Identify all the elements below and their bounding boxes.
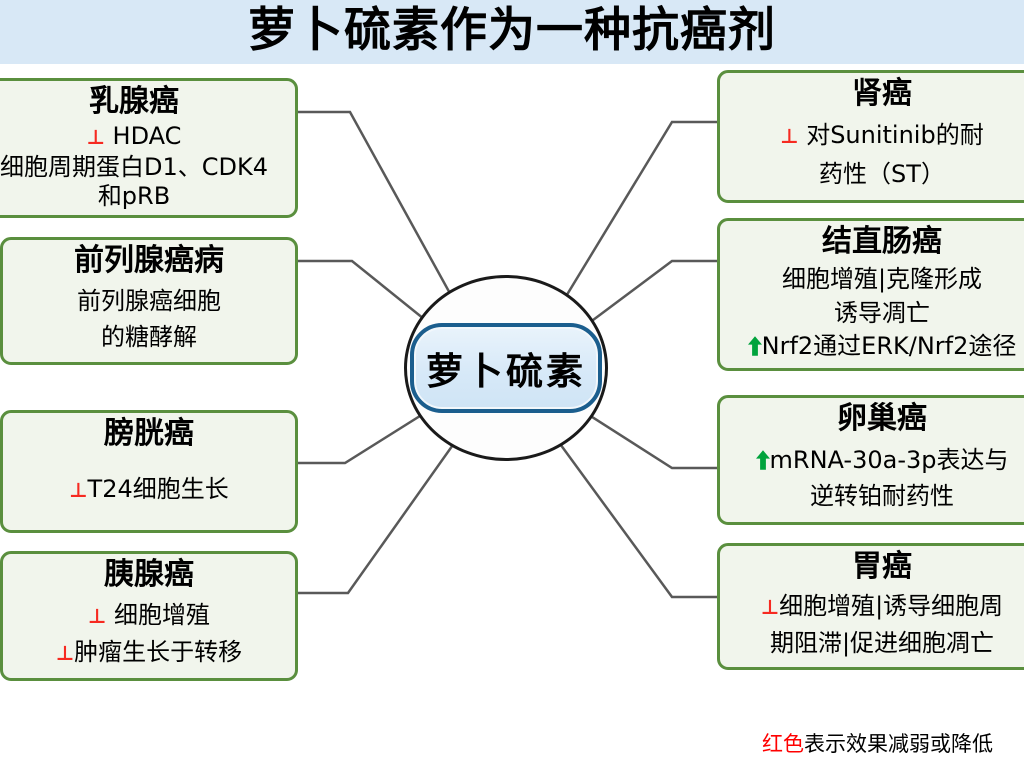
node-bladder-cancer: 膀胱癌 ⊥T24细胞生长 (0, 410, 298, 533)
effect-line: 药性（ST） (819, 159, 945, 188)
effect-line: 细胞增殖|克隆形成 (781, 265, 983, 294)
node-breast-cancer: 乳腺癌 ⊥ HDAC 细胞周期蛋白D1、CDK4 和pRB (0, 78, 298, 218)
legend-red-term: 红色 (762, 732, 804, 756)
effect-line: ⊥T24细胞生长 (69, 475, 229, 503)
node-body: ⊥ 细胞增殖 ⊥肿瘤生长于转移 (7, 593, 291, 675)
node-title: 胃癌 (852, 549, 912, 584)
page-title: 萝卜硫素作为一种抗癌剂 (248, 3, 776, 58)
node-colorectal-cancer: 结直肠癌 细胞增殖|克隆形成 诱导凋亡 Nrf2通过ERK/Nrf2途径 (717, 218, 1024, 371)
node-gastric-cancer: 胃癌 ⊥细胞增殖|诱导细胞周 期阻滞|促进细胞凋亡 (717, 543, 1024, 670)
effect-line: ⊥肿瘤生长于转移 (55, 638, 243, 666)
legend-line-red: 红色表示效果减弱或降低 (762, 732, 993, 756)
center-node-sulforaphane: 萝卜硫素 (410, 323, 602, 413)
node-title: 肾癌 (852, 76, 912, 111)
effect-line: 前列腺癌细胞 (77, 287, 221, 315)
effect-line: mRNA-30a-3p表达与 (724, 446, 1024, 474)
node-title: 膀胱癌 (104, 416, 194, 451)
effect-line: 和pRB (97, 182, 171, 211)
effect-line: 的糖酵解 (101, 323, 197, 351)
node-body: ⊥ 对Sunitinib的耐 药性（ST） (724, 112, 1024, 197)
effect-line: ⊥ 细胞增殖 (88, 601, 210, 629)
node-body: mRNA-30a-3p表达与 逆转铂耐药性 (724, 437, 1024, 519)
node-body: 细胞增殖|克隆形成 诱导凋亡 Nrf2通过ERK/Nrf2途径 (724, 260, 1024, 365)
center-ellipse: 萝卜硫素 (404, 275, 608, 461)
node-title: 结直肠癌 (822, 224, 942, 259)
center-node-label: 萝卜硫素 (426, 350, 586, 393)
node-title: 前列腺癌病 (74, 243, 224, 278)
node-prostate-cancer: 前列腺癌病 前列腺癌细胞 的糖酵解 (0, 237, 298, 365)
node-ovarian-cancer: 卵巢癌 mRNA-30a-3p表达与 逆转铂耐药性 (717, 395, 1024, 525)
inhibit-icon: ⊥ (88, 604, 107, 628)
inhibit-icon: ⊥ (55, 641, 75, 665)
node-title: 胰腺癌 (104, 557, 194, 592)
effect-line: 诱导凋亡 (834, 298, 930, 327)
node-kidney-cancer: 肾癌 ⊥ 对Sunitinib的耐 药性（ST） (717, 70, 1024, 203)
node-body: ⊥细胞增殖|诱导细胞周 期阻滞|促进细胞凋亡 (724, 585, 1024, 664)
inhibit-icon: ⊥ (86, 124, 105, 149)
effect-line: 期阻滞|促进细胞凋亡 (769, 628, 995, 657)
up-arrow-icon (755, 449, 770, 470)
node-body: ⊥ HDAC 细胞周期蛋白D1、CDK4 和pRB (0, 120, 291, 212)
effect-line: 逆转铂耐药性 (810, 482, 954, 511)
node-body: 前列腺癌细胞 的糖酵解 (7, 279, 291, 359)
inhibit-icon: ⊥ (69, 478, 88, 502)
node-pancreatic-cancer: 胰腺癌 ⊥ 细胞增殖 ⊥肿瘤生长于转移 (0, 551, 298, 681)
effect-line: ⊥ HDAC (86, 121, 182, 150)
title-banner: 萝卜硫素作为一种抗癌剂 (0, 0, 1024, 64)
effect-line: ⊥ 对Sunitinib的耐 (780, 121, 984, 150)
inhibit-icon: ⊥ (780, 124, 799, 149)
legend: 红色表示效果减弱或降低 绿色表示效果增加或改善 (762, 687, 993, 768)
node-body: ⊥T24细胞生长 (7, 452, 291, 527)
effect-line: 细胞周期蛋白D1、CDK4 (0, 152, 268, 181)
effect-line: Nrf2通过ERK/Nrf2途径 (724, 332, 1024, 360)
inhibit-icon: ⊥ (760, 595, 780, 620)
effect-line: ⊥细胞增殖|诱导细胞周 (760, 592, 1004, 621)
node-title: 乳腺癌 (89, 84, 179, 119)
node-title: 卵巢癌 (837, 401, 927, 436)
up-arrow-icon (747, 335, 762, 356)
